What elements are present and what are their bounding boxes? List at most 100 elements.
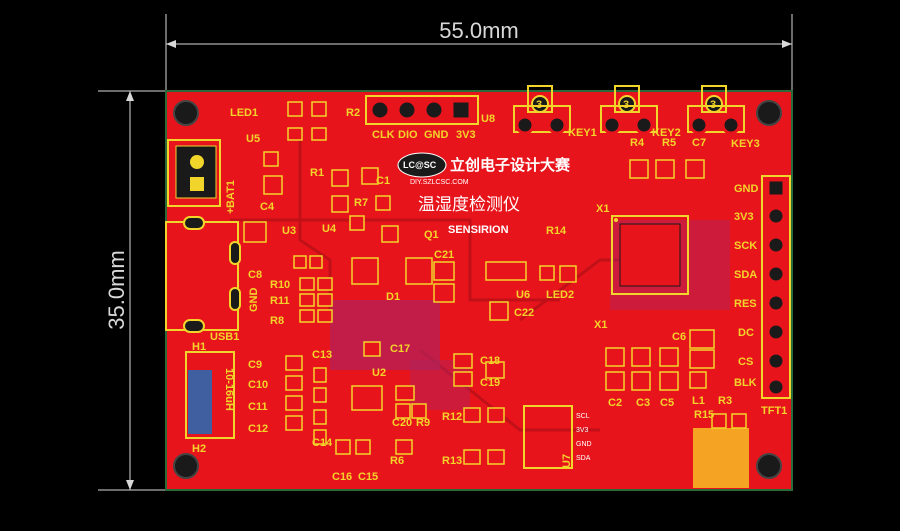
smd-pad (659, 347, 679, 367)
u8-pin-4: 3V3 (456, 129, 476, 141)
contest-title: 立创电子设计大赛 (450, 156, 571, 174)
usb1-connector: GND USB1 (165, 216, 260, 343)
label-d1: D1 (386, 291, 400, 303)
tft-pin-5: RES (734, 298, 757, 310)
smd-pad (375, 195, 391, 211)
label-r15: R15 (694, 409, 714, 421)
label-led1: LED1 (230, 107, 258, 119)
tft-header: GND 3V3 SCK SDA RES DC CS BLK TFT1 (734, 175, 791, 417)
tft-pin-6: DC (738, 327, 754, 339)
smd-pad (711, 413, 727, 429)
tft-pin-4: SDA (734, 269, 757, 281)
smd-pad (631, 371, 651, 391)
inductor-value: 10-16uH (223, 368, 235, 411)
smd-pad (311, 127, 327, 141)
label-u5: U5 (246, 133, 260, 145)
smd-pad (381, 225, 399, 243)
smd-pad (243, 221, 267, 243)
u7-label: U7 (561, 454, 573, 468)
label-c22: C22 (514, 307, 534, 319)
smd-pad (395, 403, 411, 419)
smd-pad (689, 349, 715, 369)
smd-pad (631, 347, 651, 367)
smd-pad (299, 309, 315, 323)
label-l1: L1 (692, 395, 705, 407)
smd-pad (317, 293, 333, 307)
mounting-holes (173, 100, 782, 479)
smd-pad (285, 415, 303, 431)
key3: 3 KEY3 (687, 85, 760, 150)
smd-pad (309, 255, 323, 269)
smd-pad (313, 367, 327, 383)
label-c4: C4 (260, 201, 275, 213)
smd-pad (355, 439, 371, 455)
label-c1: C1 (376, 175, 390, 187)
smd-pad (313, 387, 327, 403)
smd-pad (351, 385, 383, 411)
smd-pad (485, 361, 505, 379)
label-u3: U3 (282, 225, 296, 237)
label-c10: C10 (248, 379, 268, 391)
smd-pad (605, 371, 625, 391)
u8-pin-2: DIO (398, 129, 418, 141)
label-r10: R10 (270, 279, 290, 291)
usb-gnd-label: GND (248, 288, 260, 313)
label-c3: C3 (636, 397, 650, 409)
label-c13: C13 (312, 349, 332, 361)
label-r1: R1 (310, 167, 324, 179)
label-c8: C8 (248, 269, 262, 281)
width-label: 55.0mm (439, 18, 518, 43)
label-c16: C16 (332, 471, 352, 483)
smd-pad (463, 407, 481, 423)
label-u6: U6 (516, 289, 530, 301)
label-r4: R4 (630, 137, 645, 149)
label-c17: C17 (390, 343, 410, 355)
label-c9: C9 (248, 359, 262, 371)
smd-pad (335, 439, 351, 455)
mcu-u1: X1 (596, 203, 689, 295)
smd-pad (685, 159, 705, 179)
tft-pin-1: GND (734, 183, 759, 195)
smd-pad (487, 407, 505, 423)
u7-pin-4: SDA (576, 455, 591, 462)
smd-pad (299, 277, 315, 291)
label-x1: X1 (594, 319, 607, 331)
u7-pin-2: 3V3 (576, 427, 589, 434)
label-q1: Q1 (424, 229, 439, 241)
smd-pad (313, 429, 327, 445)
u8-pin-1: CLK (372, 129, 395, 141)
label-c5: C5 (660, 397, 674, 409)
inductor-area: 10-16uH H1 H2 (185, 341, 235, 455)
dimension-height: 35.0mm (98, 90, 166, 491)
tft-pin-8: BLK (734, 377, 757, 389)
smd-pad (351, 257, 379, 285)
label-r7: R7 (354, 197, 368, 209)
board-title: 温湿度检测仪 (418, 195, 520, 215)
key1-label: KEY1 (568, 127, 597, 139)
smd-pad (287, 127, 303, 141)
u8-header: CLK DIO GND 3V3 U8 (365, 95, 495, 141)
key2: 3 KEY2 (600, 85, 681, 139)
smd-pad (331, 195, 349, 213)
label-u2: U2 (372, 367, 386, 379)
label-r11: R11 (270, 295, 290, 307)
key2-label: KEY2 (652, 127, 681, 139)
smd-pad (539, 265, 555, 281)
sensor-brand: SENSIRION (448, 224, 509, 236)
height-label: 35.0mm (104, 250, 129, 329)
key-switches: 3 KEY1 3 KEY2 3 KEY3 (513, 85, 760, 150)
label-led2: LED2 (546, 289, 574, 301)
label-c7: C7 (692, 137, 706, 149)
key1: 3 KEY1 (513, 85, 597, 139)
smd-pad (349, 215, 365, 231)
smd-pad (361, 167, 379, 185)
u8-label: U8 (481, 113, 495, 125)
smd-pad (731, 413, 747, 429)
bat1-connector: BAT1 + (167, 139, 237, 214)
tft-pin-2: 3V3 (734, 211, 754, 223)
sensor-u7: SCL 3V3 GND SDA U7 (523, 405, 592, 469)
logo-block: LC@SC 立创电子设计大赛 DIY.SZLCSC.COM 温湿度检测仪 SEN… (397, 152, 571, 236)
smd-pad (263, 175, 283, 195)
